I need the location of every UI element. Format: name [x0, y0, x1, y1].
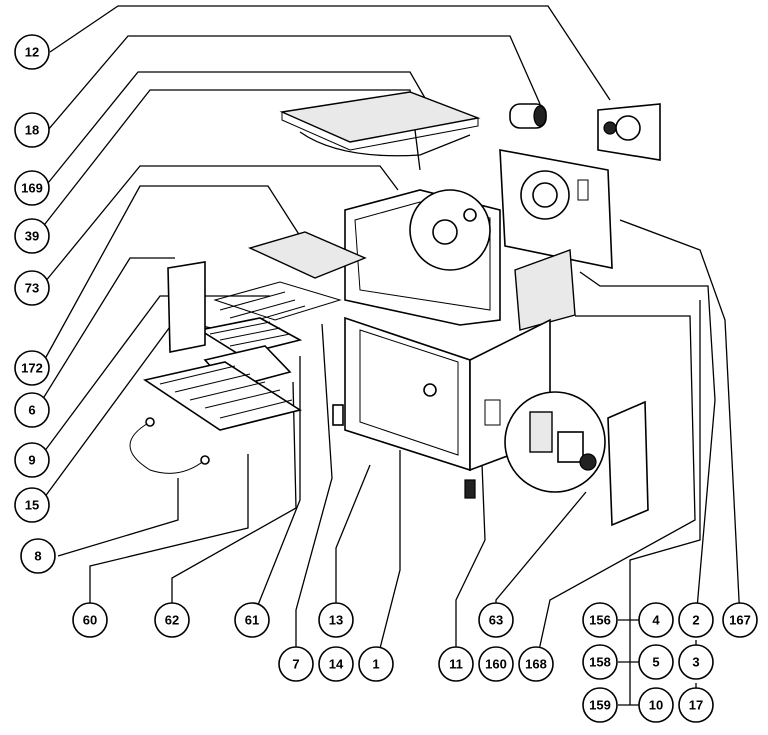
callout-62: 62 [154, 602, 190, 638]
left-door-panel [167, 261, 206, 353]
callout-17: 17 [678, 687, 714, 723]
callout-14: 14 [318, 646, 354, 682]
callout-4: 4 [638, 602, 674, 638]
svg-text:167: 167 [729, 613, 751, 628]
top-bracket [597, 103, 661, 161]
callout-60: 60 [72, 602, 108, 638]
cord-part [129, 417, 210, 474]
svg-text:73: 73 [25, 281, 39, 296]
callout-11: 11 [438, 646, 474, 682]
callout-10: 10 [638, 687, 674, 723]
callout-18: 18 [14, 112, 50, 148]
callout-169: 169 [14, 170, 50, 206]
svg-text:62: 62 [165, 613, 179, 628]
motor-part [509, 103, 547, 129]
svg-text:169: 169 [21, 181, 43, 196]
svg-text:168: 168 [525, 657, 547, 672]
svg-text:61: 61 [245, 613, 259, 628]
detail-circle [504, 391, 606, 493]
callout-63: 63 [478, 602, 514, 638]
callout-1: 1 [358, 646, 394, 682]
oven-rack [143, 361, 302, 431]
callout-159: 159 [582, 687, 618, 723]
svg-text:8: 8 [34, 549, 41, 564]
leader-lines [33, 5, 741, 706]
callout-15: 15 [14, 487, 50, 523]
callout-5: 5 [638, 644, 674, 680]
svg-text:13: 13 [329, 613, 343, 628]
svg-text:159: 159 [589, 698, 611, 713]
inner-cavity [344, 189, 501, 326]
svg-text:17: 17 [689, 698, 703, 713]
svg-text:2: 2 [692, 613, 699, 628]
svg-text:15: 15 [25, 498, 39, 513]
right-door-panel [607, 400, 649, 527]
svg-text:158: 158 [589, 655, 611, 670]
callout-73: 73 [14, 270, 50, 306]
callout-168: 168 [518, 646, 554, 682]
svg-text:5: 5 [652, 655, 659, 670]
callout-39: 39 [14, 218, 50, 254]
svg-text:6: 6 [28, 403, 35, 418]
callout-6: 6 [14, 392, 50, 428]
callout-2: 2 [678, 602, 714, 638]
callout-12: 12 [14, 34, 50, 70]
svg-text:11: 11 [449, 657, 463, 672]
svg-text:18: 18 [25, 123, 39, 138]
callout-9: 9 [14, 442, 50, 478]
broiler-rack [197, 317, 303, 356]
heating-element [213, 281, 342, 326]
small-parts [332, 404, 476, 499]
svg-text:9: 9 [28, 453, 35, 468]
svg-text:7: 7 [292, 657, 299, 672]
callout-172: 172 [14, 350, 50, 386]
svg-text:14: 14 [329, 657, 344, 672]
callout-3: 3 [678, 644, 714, 680]
svg-text:1: 1 [372, 657, 379, 672]
callout-61: 61 [234, 602, 270, 638]
callout-8: 8 [20, 538, 56, 574]
svg-text:12: 12 [25, 45, 39, 60]
svg-text:60: 60 [83, 613, 97, 628]
svg-text:160: 160 [485, 657, 507, 672]
oven-body [344, 316, 551, 472]
callout-158: 158 [582, 644, 618, 680]
oven-bottom-plate [248, 231, 367, 279]
svg-text:156: 156 [589, 613, 611, 628]
callout-160: 160 [478, 646, 514, 682]
svg-text:3: 3 [692, 655, 699, 670]
svg-text:39: 39 [25, 229, 39, 244]
callout-13: 13 [318, 602, 354, 638]
callout-167: 167 [722, 602, 758, 638]
callout-156: 156 [582, 602, 618, 638]
svg-text:172: 172 [21, 361, 43, 376]
top-panel [279, 91, 481, 157]
back-panel [499, 149, 613, 269]
right-side-panel [514, 249, 576, 331]
svg-text:10: 10 [649, 698, 663, 713]
svg-text:4: 4 [652, 613, 660, 628]
callout-7: 7 [278, 646, 314, 682]
svg-text:63: 63 [489, 613, 503, 628]
